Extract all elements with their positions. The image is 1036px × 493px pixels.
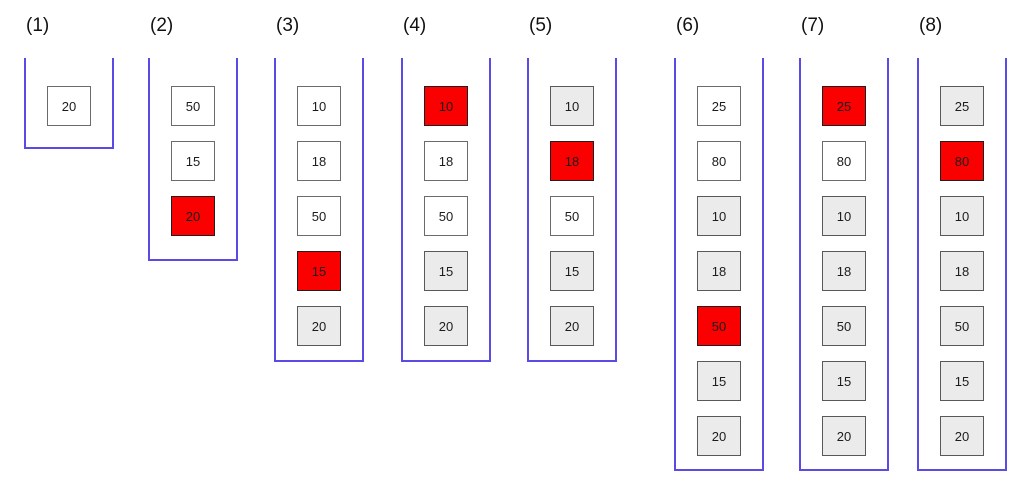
stack-box-value: 20 [711,428,727,444]
stack-box-default: 80 [697,141,741,181]
stack-box-visited: 15 [424,251,468,291]
stack-box-visited: 20 [297,306,341,346]
stack-box-value: 50 [311,208,327,224]
stack-box-value: 18 [564,153,580,169]
stack-container: 25 80 10 18 50 15 20 [674,58,764,471]
stack-box-value: 20 [836,428,852,444]
stack-box-visited: 18 [940,251,984,291]
stack-box-highlight: 25 [822,86,866,126]
stack-box-visited: 18 [697,251,741,291]
stack-box-value: 80 [954,153,970,169]
stack-box-visited: 20 [550,306,594,346]
stack-box-value: 50 [185,98,201,114]
stack-box-value: 10 [836,208,852,224]
stack-box-value: 15 [711,373,727,389]
stack-container: 25 80 10 18 50 15 20 [799,58,889,471]
step-label: (2) [150,15,174,36]
stack-box-value: 80 [836,153,852,169]
stack-box-default: 15 [171,141,215,181]
stack-container: 10 18 50 15 20 [274,58,364,362]
stack-box-value: 50 [954,318,970,334]
stack-box-value: 18 [954,263,970,279]
stack-box-value: 80 [711,153,727,169]
stack-box-value: 18 [711,263,727,279]
stack-box-value: 15 [311,263,327,279]
stack-box-default: 50 [171,86,215,126]
stack-box-value: 50 [836,318,852,334]
stack-box-visited: 50 [940,306,984,346]
stack-box-default: 50 [550,196,594,236]
stack-box-default: 50 [297,196,341,236]
stack-box-value: 20 [438,318,454,334]
stack-box-highlight: 20 [171,196,215,236]
stack-box-value: 10 [311,98,327,114]
stack-container: 20 [24,58,114,149]
step-label: (7) [801,15,825,36]
stack-box-value: 20 [61,98,77,114]
stack-box-default: 25 [697,86,741,126]
stack-box-value: 50 [711,318,727,334]
stack-box-highlight: 80 [940,141,984,181]
stack-box-value: 10 [711,208,727,224]
stack-box-visited: 18 [822,251,866,291]
stack-box-highlight: 10 [424,86,468,126]
stack-box-visited: 15 [697,361,741,401]
stack-box-default: 50 [424,196,468,236]
stack-box-value: 15 [954,373,970,389]
stack-box-visited: 10 [550,86,594,126]
stack-box-value: 10 [564,98,580,114]
step-label: (4) [403,15,427,36]
stack-box-default: 80 [822,141,866,181]
stack-box-value: 18 [311,153,327,169]
stack-box-value: 18 [438,153,454,169]
stack-container: 10 18 50 15 20 [401,58,491,362]
stack-box-value: 25 [711,98,727,114]
step-label: (1) [26,15,50,36]
stack-box-value: 50 [564,208,580,224]
stack-box-value: 20 [954,428,970,444]
stack-box-highlight: 18 [550,141,594,181]
stack-box-value: 25 [954,98,970,114]
stack-box-visited: 20 [822,416,866,456]
stack-box-default: 18 [424,141,468,181]
stack-box-value: 20 [185,208,201,224]
stack-box-value: 15 [564,263,580,279]
stack-box-value: 10 [954,208,970,224]
stack-box-visited: 15 [550,251,594,291]
stack-box-visited: 10 [822,196,866,236]
stack-box-default: 20 [47,86,91,126]
stack-box-value: 50 [438,208,454,224]
stack-box-visited: 20 [424,306,468,346]
stack-container: 25 80 10 18 50 15 20 [917,58,1007,471]
stack-box-value: 15 [185,153,201,169]
stack-box-value: 20 [311,318,327,334]
stack-box-visited: 15 [822,361,866,401]
stack-box-highlight: 15 [297,251,341,291]
step-label: (3) [276,15,300,36]
stack-box-visited: 20 [697,416,741,456]
stack-box-value: 25 [836,98,852,114]
stack-box-highlight: 50 [697,306,741,346]
stack-box-visited: 50 [822,306,866,346]
stack-box-value: 15 [836,373,852,389]
stack-box-visited: 25 [940,86,984,126]
step-label: (5) [529,15,553,36]
stack-box-value: 20 [564,318,580,334]
stack-box-value: 15 [438,263,454,279]
stack-box-visited: 10 [940,196,984,236]
stack-box-visited: 10 [697,196,741,236]
stack-box-visited: 15 [940,361,984,401]
stack-container: 10 18 50 15 20 [527,58,617,362]
stack-box-visited: 20 [940,416,984,456]
stack-box-default: 10 [297,86,341,126]
step-label: (8) [919,15,943,36]
stack-box-value: 10 [438,98,454,114]
step-label: (6) [676,15,700,36]
stack-box-default: 18 [297,141,341,181]
stack-container: 50 15 20 [148,58,238,261]
stack-box-value: 18 [836,263,852,279]
